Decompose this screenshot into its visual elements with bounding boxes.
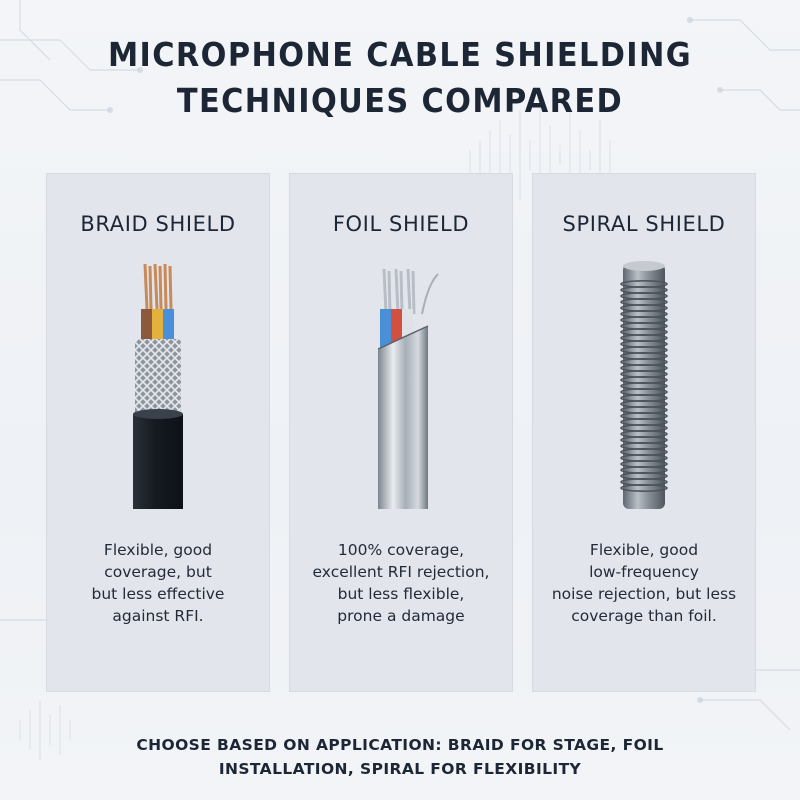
braid-shield-description: Flexible, good coverage, but but less ef… [47,539,269,627]
spiral-shield-cable-icon [620,261,668,509]
foil-shield-panel: FOIL SHIELD 100% coverage, excellent RFI… [289,173,513,692]
braid-shield-heading: BRAID SHIELD [80,212,236,236]
description-line: coverage, but [104,563,212,581]
spiral-coil-wrap [620,484,668,493]
title-line-2: TECHNIQUES COMPARED [176,81,624,120]
description-line: but less flexible, [337,585,465,603]
spiral-shield-description: Flexible, good low-frequency noise rejec… [533,539,755,627]
description-line: 100% coverage, [337,541,465,559]
description-line: excellent RFI rejection, [312,563,490,581]
description-line: but less effective [91,585,225,603]
footer-recommendation: CHOOSE BASED ON APPLICATION: BRAID FOR S… [0,733,800,781]
page-title: MICROPHONE CABLE SHIELDING TECHNIQUES CO… [32,32,768,124]
description-line: against RFI. [112,607,204,625]
description-line: low-frequency [589,563,699,581]
braid-shield-panel: BRAID SHIELD Flexible, good coverage, [46,173,270,692]
spiral-shield-heading: SPIRAL SHIELD [562,212,726,236]
description-line: noise rejection, but less [551,585,737,603]
footer-line-1: CHOOSE BASED ON APPLICATION: BRAID FOR S… [136,736,664,754]
foil-shield-description: 100% coverage, excellent RFI rejection, … [290,539,512,627]
description-line: prone a damage [337,607,465,625]
title-line-1: MICROPHONE CABLE SHIELDING [107,35,693,74]
braid-shield-cable-icon [133,263,183,509]
description-line: Flexible, good [589,541,699,559]
spiral-coils [620,279,668,493]
spiral-shield-panel: SPIRAL SHIELD Flexible, good low-frequen… [532,173,756,692]
footer-line-2: INSTALLATION, SPIRAL FOR FLEXIBILITY [218,760,582,778]
foil-shield-heading: FOIL SHIELD [332,212,470,236]
description-line: coverage than foil. [571,607,717,625]
foil-shield-cable-icon [377,268,439,509]
description-line: Flexible, good [103,541,213,559]
